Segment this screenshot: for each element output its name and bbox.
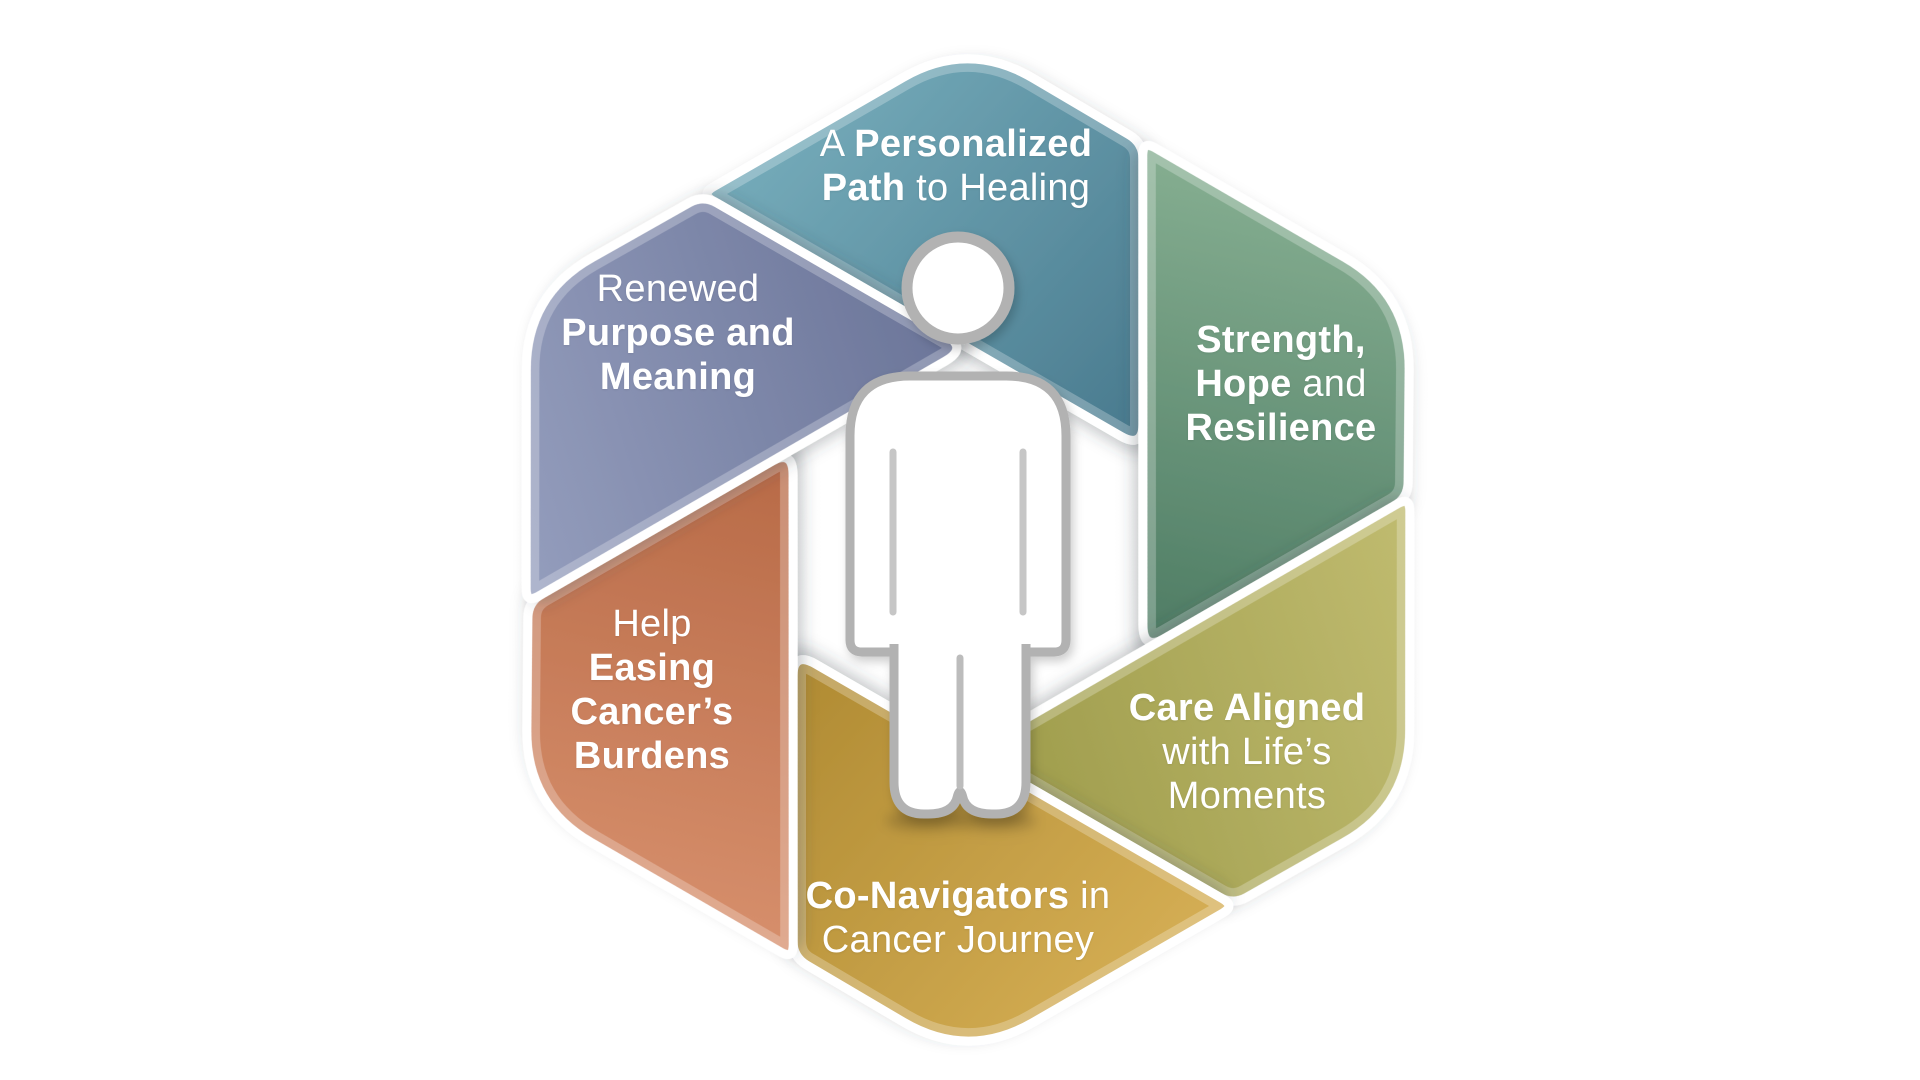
label-run: Hope [1195,363,1292,405]
label-run: Meaning [599,356,757,398]
label-line: Moments [1129,774,1366,818]
segment-label-top: A Personalized Path to Healing [820,122,1092,210]
label-run: Renewed [596,268,760,310]
label-line: Hope and [1186,362,1377,406]
label-run: Easing [588,647,716,689]
hexagon-pinwheel [513,54,1423,1046]
label-line: Cancer Journey [806,918,1111,962]
label-run: Burdens [573,735,731,777]
label-run: in [1069,875,1111,917]
label-run: A [819,123,855,165]
label-run: Strength, [1196,319,1366,361]
label-line: Strength, [1186,318,1377,362]
label-run: Personalized [854,123,1093,165]
label-run: with Life’s [1162,731,1332,773]
label-line: Meaning [561,355,794,399]
label-run: Cancer Journey [821,919,1095,961]
label-line: with Life’s [1129,730,1366,774]
label-line: Co-Navigators in [806,874,1111,918]
label-run: Help [612,603,692,645]
segment-shape-upper-left [513,185,962,612]
label-run: to Healing [905,167,1091,209]
label-run: Co-Navigators [805,875,1070,917]
label-line: Resilience [1186,406,1377,450]
segment-label-lower-right: Care Aligned with Life’s Moments [1129,686,1366,818]
label-run: Purpose and [561,312,795,354]
label-line: Easing [571,646,734,690]
label-run: Path [821,167,906,209]
label-line: Care Aligned [1129,686,1366,730]
label-line: Purpose and [561,311,794,355]
label-line: Help [571,602,734,646]
person-icon [845,231,1071,829]
person-torso [845,371,1071,657]
segment-label-bottom: Co-Navigators in Cancer Journey [806,874,1111,962]
segment-label-upper-left: Renewed Purpose and Meaning [561,267,794,399]
label-line: Path to Healing [820,166,1092,210]
segment-label-lower-left: Help Easing Cancer’s Burdens [571,602,734,778]
label-run: Resilience [1185,407,1377,449]
label-run: Cancer’s [570,691,734,733]
label-run: Care Aligned [1128,687,1366,729]
label-run: and [1291,363,1367,405]
label-line: Burdens [571,734,734,778]
label-line: A Personalized [820,122,1092,166]
label-run: Moments [1167,775,1327,817]
label-line: Renewed [561,267,794,311]
segment-label-upper-right: Strength, Hope and Resilience [1186,318,1377,450]
label-line: Cancer’s [571,690,734,734]
person-head [901,231,1015,345]
